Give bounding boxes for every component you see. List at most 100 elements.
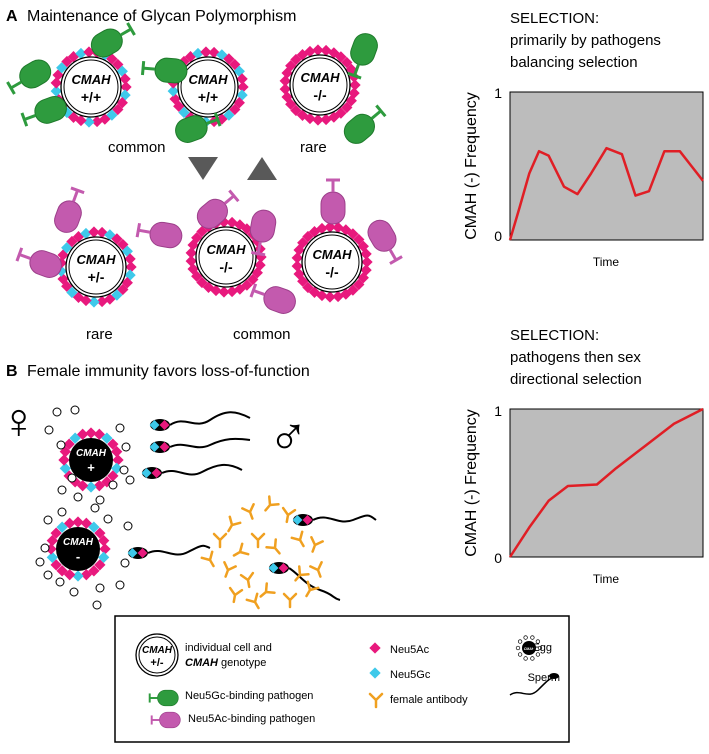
cell-gene-name: CMAH	[207, 242, 247, 257]
immune-particle	[125, 475, 135, 485]
sialic-acid-mark	[85, 481, 97, 493]
antibody-icon	[212, 532, 228, 549]
series-line	[508, 146, 704, 241]
panel-a-letter: A	[6, 8, 18, 25]
legend-cell-membrane-inner	[138, 636, 176, 674]
egg-gene-name: CMAH	[76, 448, 107, 459]
sialic-acid-mark	[312, 44, 324, 56]
selection2-line2: pathogens then sex	[510, 349, 641, 366]
immune-particle	[67, 473, 77, 483]
immune-particle	[70, 405, 80, 415]
sialic-acid-mark	[196, 225, 208, 238]
sialic-acid-mark	[46, 551, 58, 564]
sialic-acid-mark	[361, 256, 373, 268]
y-axis-label: CMAH (-) Frequency	[463, 92, 480, 240]
sperm-neu5ac-mark	[159, 420, 170, 430]
sialic-acid-mark	[302, 230, 314, 243]
ac-pathogen	[362, 214, 408, 268]
cell-6: CMAH-/-	[291, 221, 373, 303]
legend-gc-pathogen: Neu5Gc-binding pathogen	[185, 690, 313, 702]
antibody-icon	[222, 515, 242, 536]
selection2-line1: SELECTION:	[510, 327, 599, 344]
cell-gene-name: CMAH	[189, 72, 229, 87]
ac-pathogen	[134, 216, 186, 252]
legend-ac-pathogen: Neu5Ac-binding pathogen	[188, 713, 315, 725]
cell-genotype: -/-	[325, 264, 339, 280]
sialic-acid-mark	[308, 286, 321, 298]
sialic-acid-mark	[185, 247, 197, 259]
sialic-acid-mark	[218, 286, 230, 298]
y-tick-bottom: 0	[494, 550, 502, 566]
sperm-neu5ac-mark	[302, 515, 313, 525]
sperm-neu5ac-mark	[278, 563, 289, 573]
legend-egg-particle	[523, 635, 528, 640]
cell-genotype: -/-	[313, 87, 327, 103]
cell-membrane	[301, 231, 363, 293]
cell-genotype: +/+	[81, 89, 101, 105]
legend-egg-particle	[535, 639, 541, 644]
ac-pathogen	[49, 184, 91, 238]
immune-particle	[119, 465, 129, 475]
series-line	[508, 407, 704, 558]
sialic-acid-mark	[46, 534, 58, 547]
sperm-neu5gc-mark	[149, 420, 160, 430]
legend-box	[114, 615, 570, 743]
legend-sperm-tail	[509, 677, 553, 696]
antibody-icon	[241, 503, 260, 522]
antibody-icon	[300, 580, 320, 601]
sialic-acid-mark	[291, 260, 303, 272]
sialic-acid-mark	[72, 516, 84, 528]
panel-b-art: CMAH+CMAH-	[35, 405, 377, 613]
legend-antibody: female antibody	[390, 694, 468, 706]
immune-particle	[90, 503, 100, 513]
legend-egg-gene-name: CMAH	[524, 647, 535, 651]
sperm-neu5gc-mark	[268, 563, 279, 573]
legend-cell-cmah: CMAH	[185, 657, 219, 669]
sperm-neu5gc-mark	[292, 515, 303, 525]
immune-particle	[92, 600, 102, 610]
immune-particle	[123, 521, 133, 531]
sperm-5	[292, 514, 377, 526]
legend-cell-membrane	[135, 633, 179, 677]
x-axis-label: Time	[593, 572, 620, 586]
sperm-neu5gc-mark	[149, 442, 160, 452]
sialic-acid-mark	[279, 75, 291, 87]
sialic-acid-mark	[50, 85, 62, 97]
sialic-acid-mark	[50, 527, 62, 539]
antibody-icon	[290, 530, 310, 551]
immune-particle	[73, 492, 83, 502]
selection1-line2: primarily by pathogens	[510, 32, 661, 49]
cell-membrane	[289, 54, 351, 116]
cell-gene-name: CMAH	[301, 70, 341, 85]
antibody-icon	[279, 506, 297, 525]
sperm-3	[141, 464, 243, 479]
sperm-2	[149, 437, 251, 453]
sialic-acid-mark	[75, 47, 87, 60]
cell-2: CMAH+/+	[167, 46, 249, 128]
sialic-acid-mark	[353, 278, 365, 291]
sialic-acid-mark	[58, 454, 70, 466]
sialic-acid-mark	[223, 53, 235, 65]
sialic-acid-mark	[290, 53, 302, 66]
antibody-icon	[226, 586, 244, 605]
gc-pathogen	[140, 54, 190, 86]
y-axis-label: CMAH (-) Frequency	[463, 409, 480, 557]
sialic-acid-mark	[335, 51, 347, 63]
female-symbol: ♀	[0, 393, 38, 449]
antibody-icon	[255, 582, 276, 603]
legend-egg-body	[522, 641, 536, 655]
sialic-acid-mark	[304, 45, 316, 58]
cell-membrane-inner	[68, 239, 124, 295]
cell-membrane-inner	[304, 234, 360, 290]
down-arrow-icon	[188, 157, 218, 180]
cell-4: CMAH+/-	[55, 226, 137, 308]
sperm-neu5ac-mark	[151, 468, 162, 478]
legend-cell-line1: individual cell and	[185, 642, 272, 654]
cell-membrane	[65, 236, 127, 298]
sialic-acid-mark	[332, 290, 344, 303]
egg-body	[56, 527, 100, 571]
cell-3: CMAH -/-	[279, 44, 361, 126]
